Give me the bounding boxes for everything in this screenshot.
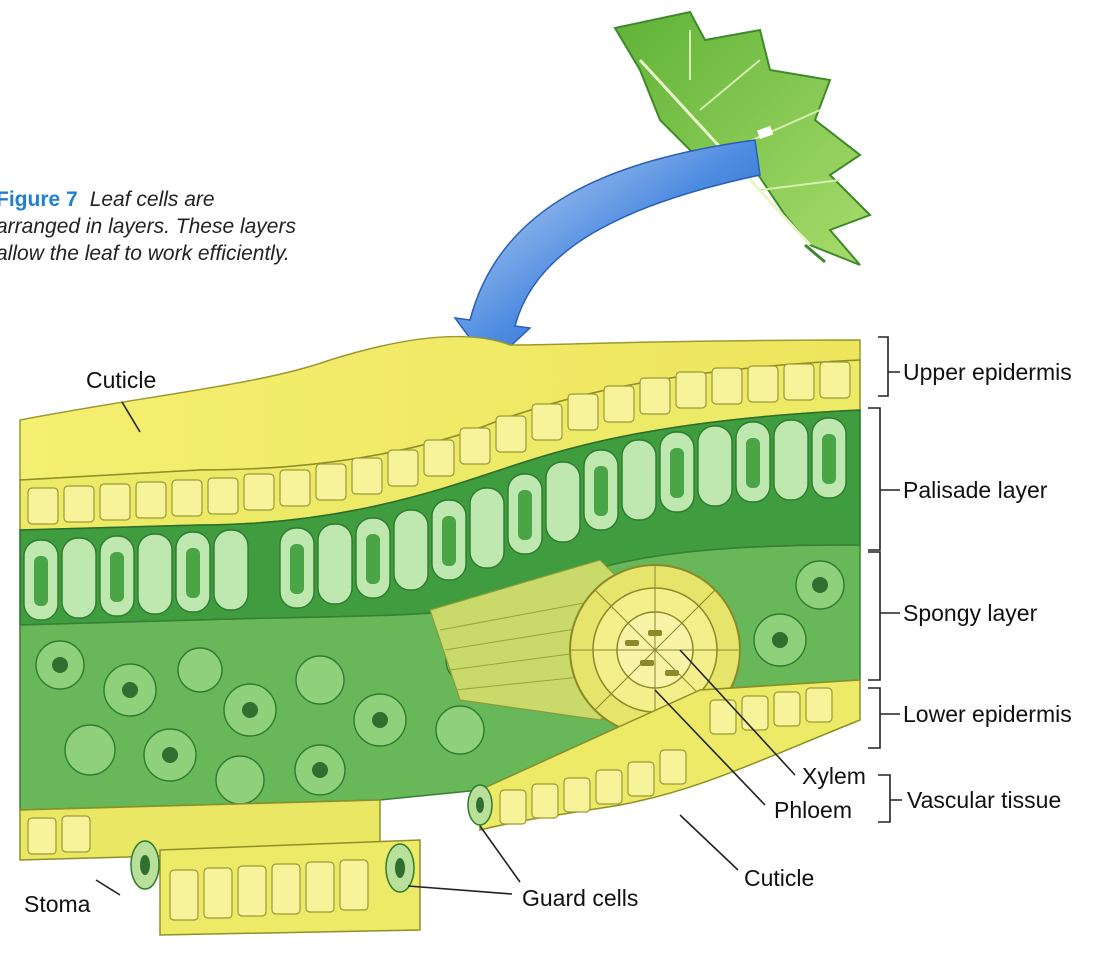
cuticle-bottom-leader bbox=[680, 815, 738, 870]
spongy-layer-label: Spongy layer bbox=[903, 600, 1038, 626]
arrow-icon bbox=[455, 140, 760, 365]
lower-epidermis-label: Lower epidermis bbox=[903, 701, 1072, 727]
lower-epidermis-bracket bbox=[868, 688, 900, 748]
vascular-tissue-label: Vascular tissue bbox=[907, 787, 1061, 813]
upper-epidermis-label: Upper epidermis bbox=[903, 359, 1072, 385]
stoma-leader bbox=[96, 880, 120, 895]
cuticle-bottom-label: Cuticle bbox=[744, 865, 814, 891]
stoma-label: Stoma bbox=[24, 891, 91, 917]
guard-cells-label: Guard cells bbox=[522, 885, 638, 911]
palisade-bracket bbox=[868, 408, 900, 550]
leaf-icon bbox=[615, 12, 870, 265]
xylem-label: Xylem bbox=[802, 763, 866, 789]
cuticle-top-label: Cuticle bbox=[86, 367, 156, 393]
phloem-label: Phloem bbox=[774, 797, 852, 823]
upper-epidermis-bracket bbox=[878, 337, 900, 396]
leaf-block bbox=[20, 337, 860, 935]
spongy-bracket bbox=[868, 552, 900, 680]
palisade-layer-label: Palisade layer bbox=[903, 477, 1048, 503]
guard-cells-leader bbox=[408, 826, 520, 894]
vascular-tissue-bracket bbox=[878, 775, 902, 822]
